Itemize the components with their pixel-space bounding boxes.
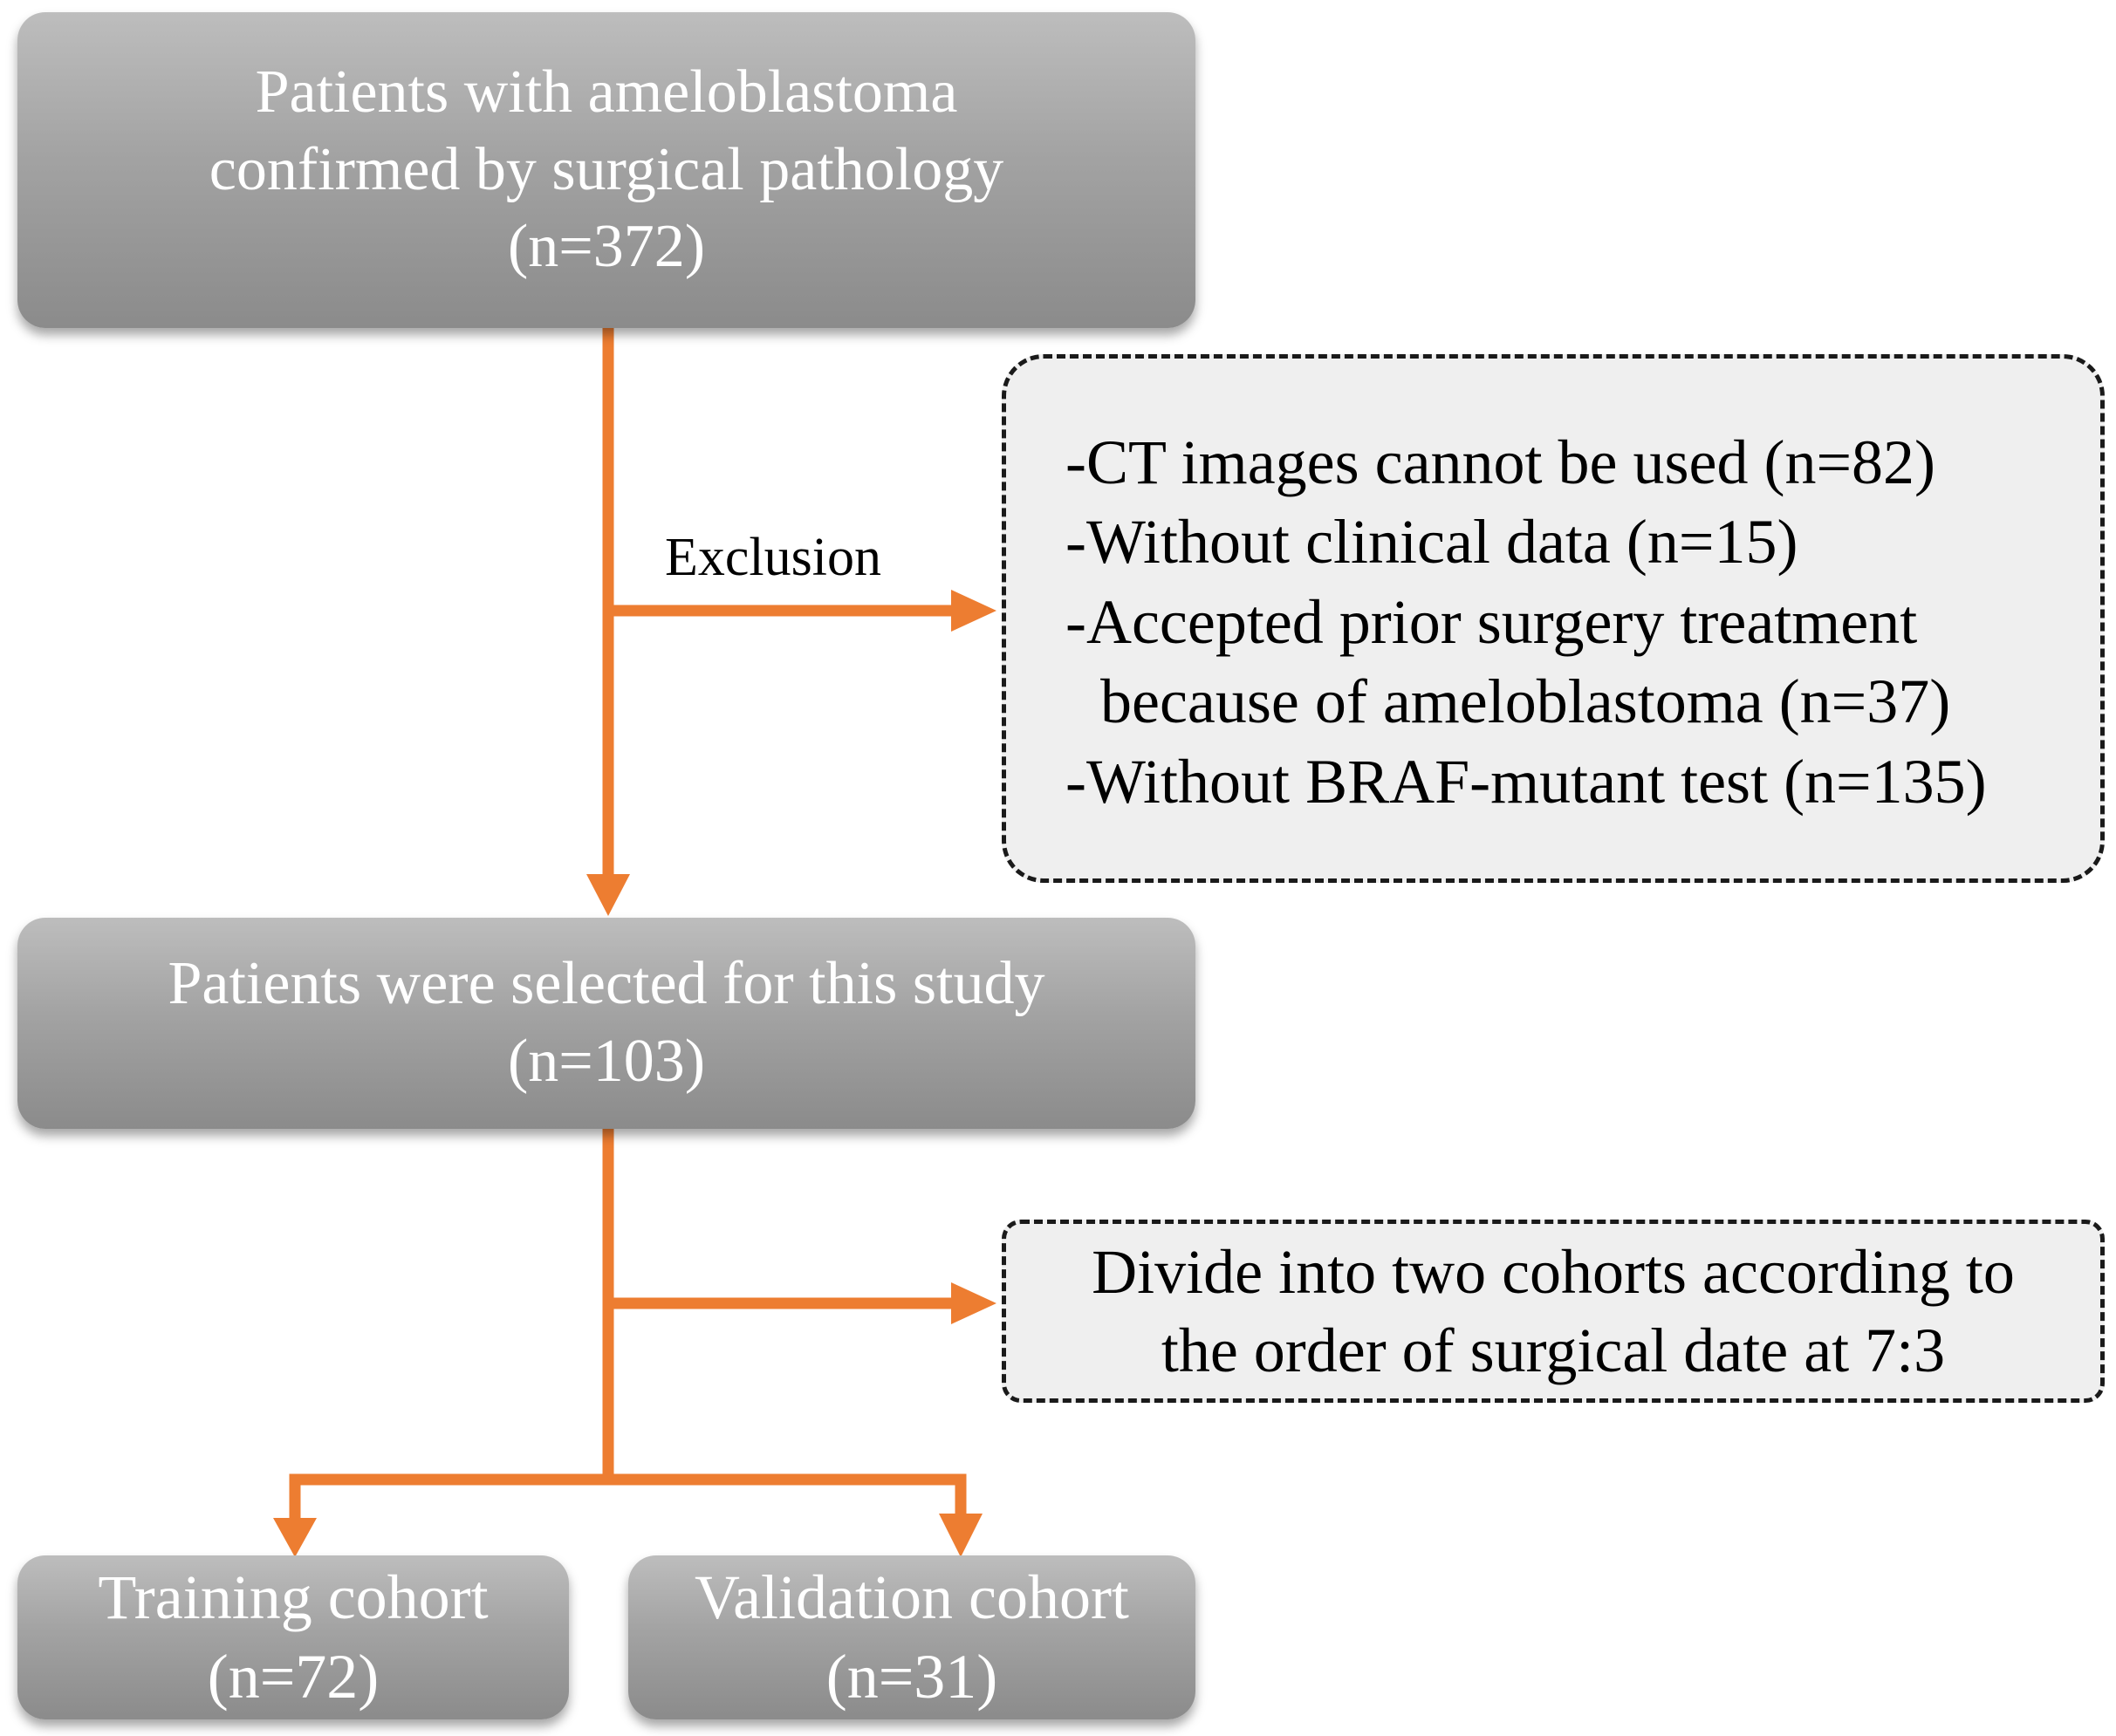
validation-cohort-box: Validation cohort (n=31)	[628, 1555, 1195, 1719]
training-label: Training cohort	[98, 1562, 489, 1632]
patients-line-2: confirmed by surgical pathology	[209, 135, 1004, 203]
exclusion-item: -Without clinical data (n=15)	[1065, 507, 1798, 578]
split-line	[289, 1473, 967, 1528]
arrowhead-to-selected	[586, 874, 630, 916]
arrowhead-to-validation	[939, 1514, 983, 1557]
exclusion-item: -Accepted prior surgery treatment	[1065, 586, 1918, 657]
exclusion-item-continuation: because of ameloblastoma (n=37)	[1100, 666, 1951, 737]
exclusion-item: -CT images cannot be used (n=82)	[1065, 427, 1936, 497]
selected-line-1: Patients were selected for this study	[168, 950, 1045, 1018]
patients-box: Patients with ameloblastoma confirmed by…	[17, 12, 1195, 328]
divide-cohorts-box: Divide into two cohorts according to the…	[1002, 1220, 2105, 1403]
selected-patients-box: Patients were selected for this study (n…	[17, 918, 1195, 1129]
arrowhead-to-exclusion	[951, 590, 996, 632]
exclusion-criteria-box: -CT images cannot be used (n=82) -Withou…	[1002, 354, 2105, 883]
exclusion-item: -Without BRAF-mutant test (n=135)	[1065, 746, 1987, 817]
divide-line-1: Divide into two cohorts according to	[1092, 1237, 2015, 1307]
training-cohort-box: Training cohort (n=72)	[17, 1555, 569, 1719]
validation-count: (n=31)	[825, 1642, 998, 1712]
arrowhead-to-divide	[951, 1282, 996, 1324]
patients-count: (n=372)	[507, 213, 706, 281]
exclusion-label: Exclusion	[665, 528, 881, 587]
validation-label: Validation cohort	[695, 1562, 1129, 1632]
selected-count: (n=103)	[507, 1028, 706, 1095]
arrowhead-to-training	[273, 1518, 317, 1557]
patients-line-1: Patients with ameloblastoma	[255, 58, 958, 126]
training-count: (n=72)	[207, 1642, 380, 1712]
divide-line-2: the order of surgical date at 7:3	[1161, 1316, 1946, 1385]
